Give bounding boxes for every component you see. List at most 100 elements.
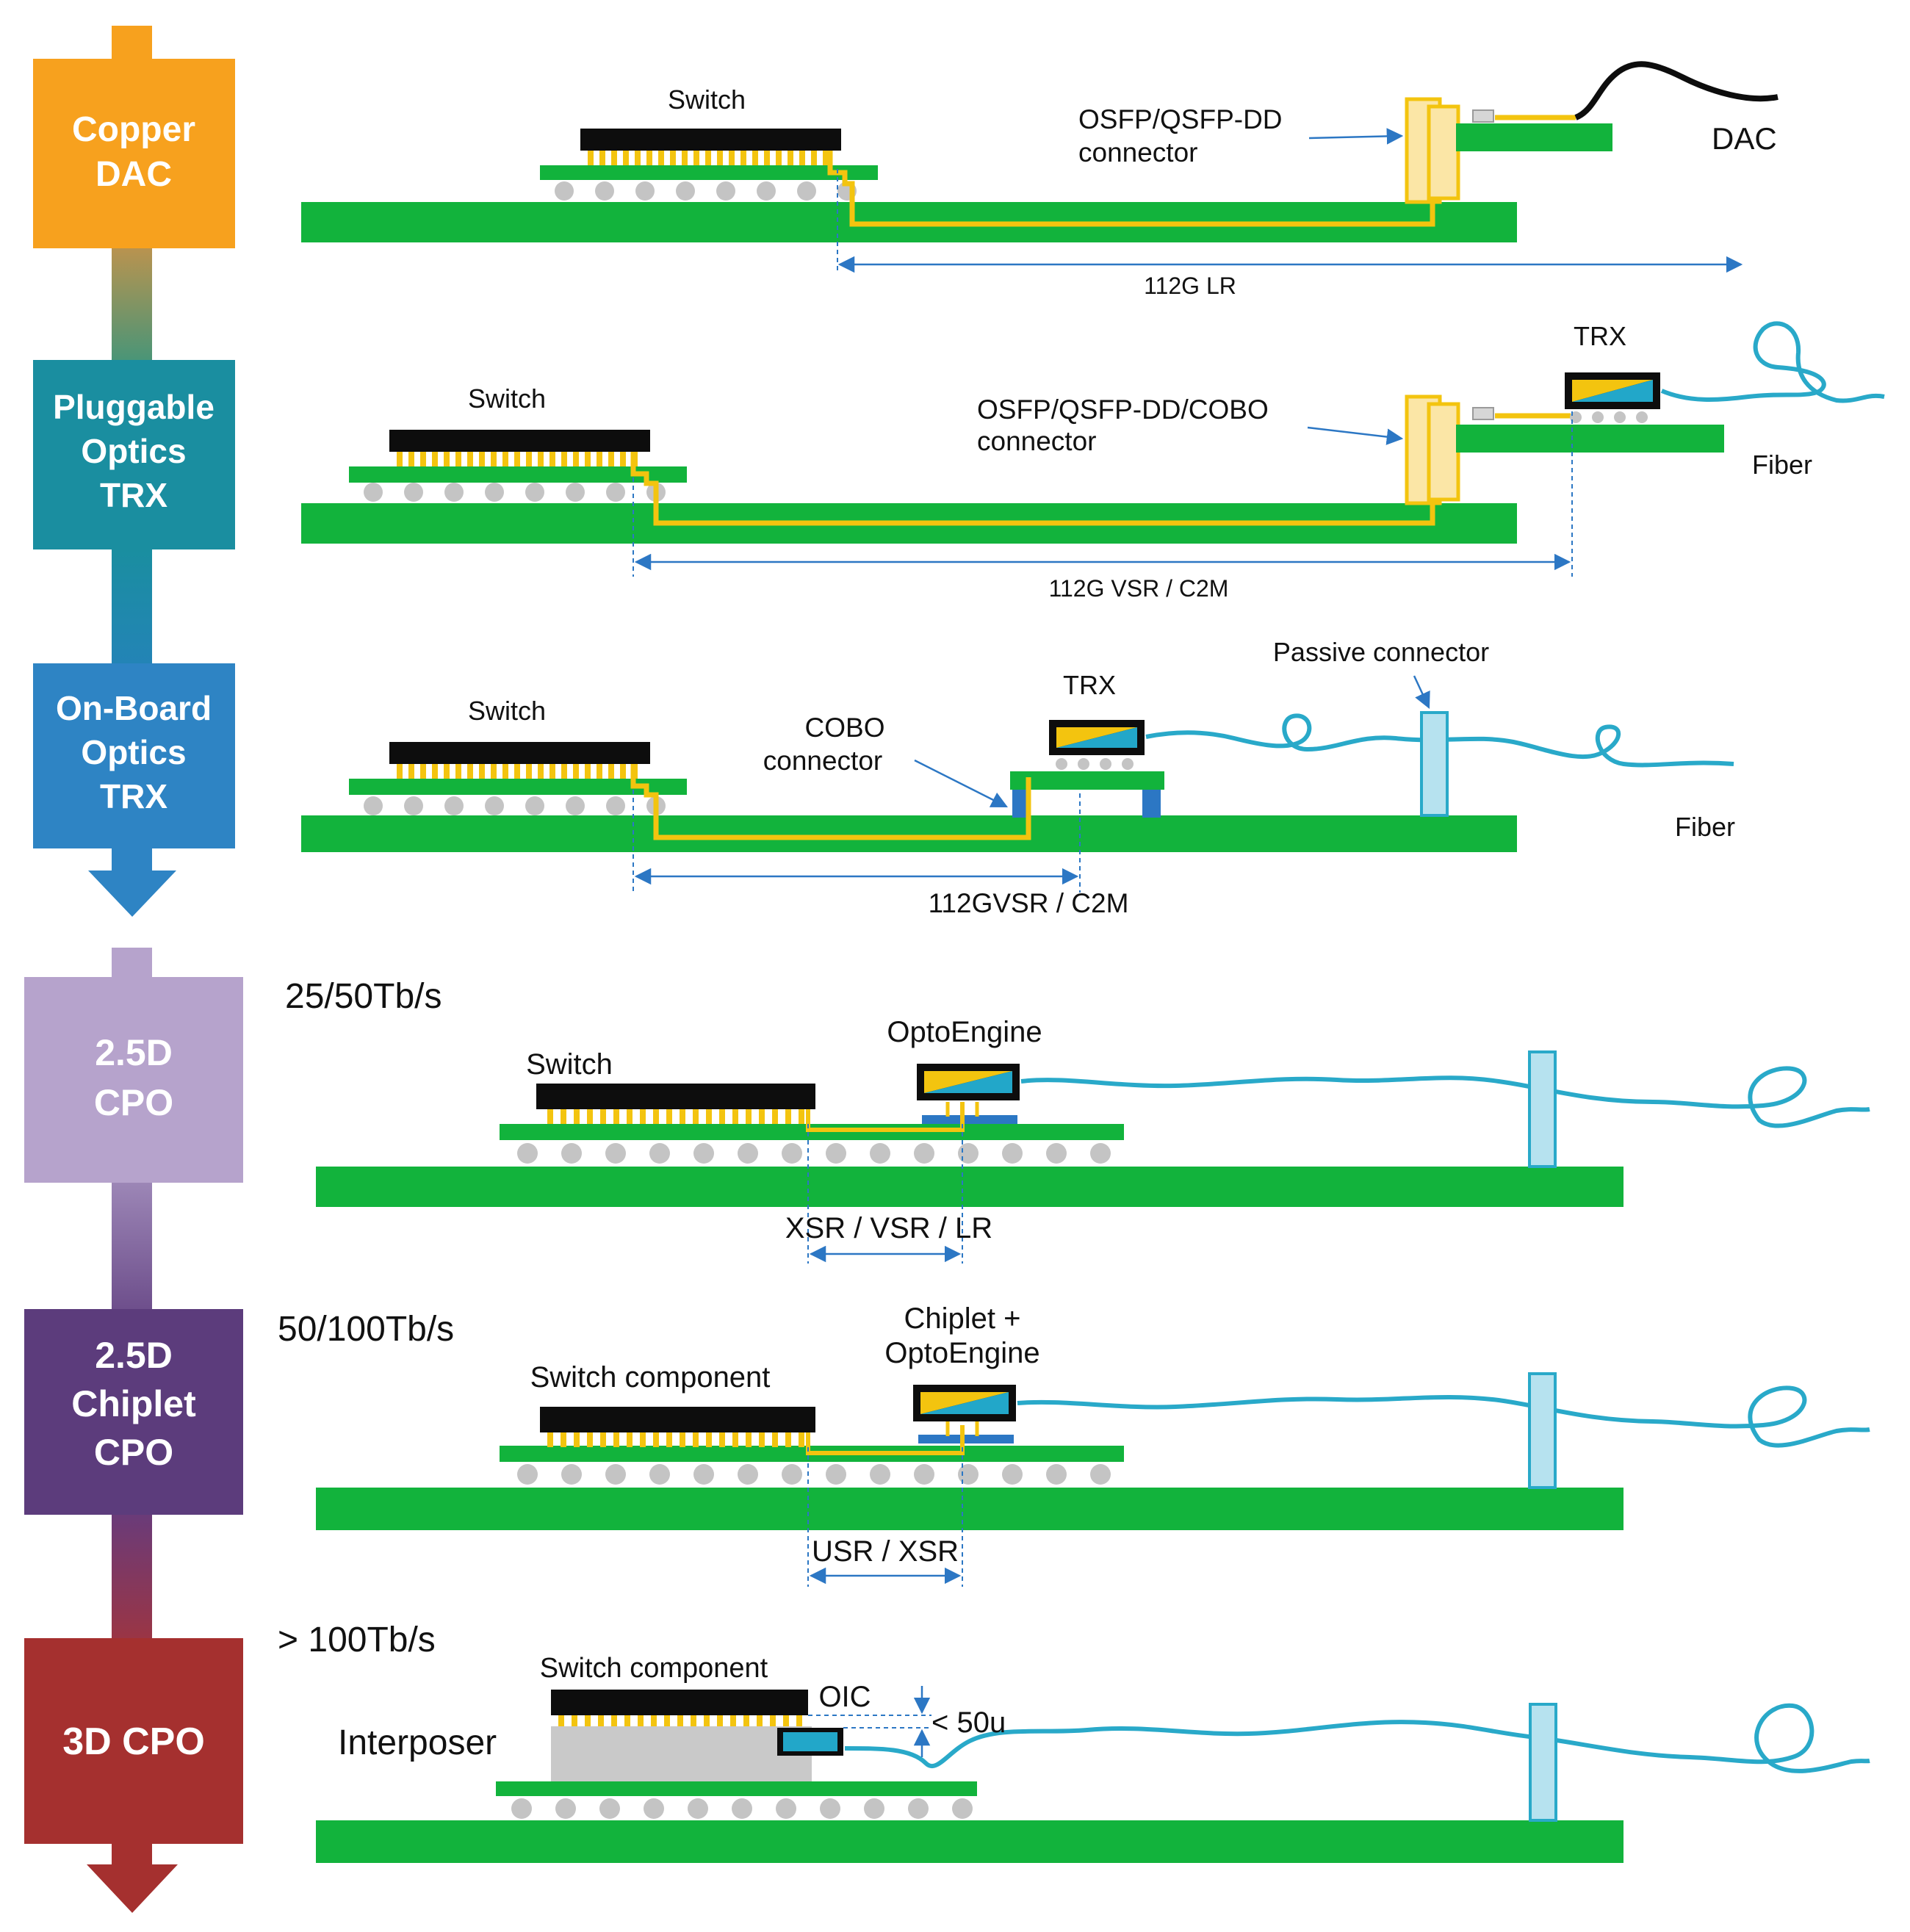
- switch-label: Switch: [468, 696, 546, 726]
- solder-bump: [788, 151, 793, 165]
- solder-ball: [914, 1464, 934, 1485]
- stage-label: Chiplet: [71, 1383, 196, 1424]
- solder-ball: [517, 1464, 538, 1485]
- stage-box-25d-chiplet-cpo: [24, 1309, 243, 1515]
- optoengine-chip: [917, 1064, 1020, 1100]
- solder-bump: [772, 1109, 778, 1124]
- solder-ball: [649, 1143, 670, 1164]
- solder-ball: [566, 796, 585, 815]
- trx-label: TRX: [1063, 670, 1116, 700]
- solder-bump: [772, 1432, 778, 1447]
- callout-arrow: [914, 759, 1009, 808]
- connector-label: OSFP/QSFP-DD/COBO: [977, 394, 1269, 425]
- solder-bump: [757, 1715, 763, 1726]
- chiplet-label: Chiplet +: [904, 1302, 1021, 1335]
- solder-bump: [611, 1715, 617, 1726]
- solder-bump: [561, 452, 567, 466]
- solder-bump: [514, 452, 520, 466]
- solder-ball: [716, 181, 735, 201]
- solder-bump: [730, 1715, 736, 1726]
- solder-bump: [743, 1715, 749, 1726]
- solder-ball: [555, 1798, 576, 1819]
- solder-bump: [706, 1432, 712, 1447]
- solder-bump: [620, 764, 626, 779]
- solder-bump: [704, 1715, 710, 1726]
- solder-ball: [1636, 411, 1648, 423]
- reach-label: 112G VSR / C2M: [1049, 575, 1229, 602]
- solder-bump: [444, 764, 450, 779]
- solder-bump: [746, 1432, 752, 1447]
- solder-bump: [467, 452, 473, 466]
- solder-ball: [693, 1464, 714, 1485]
- switch-label: Switch: [526, 1048, 613, 1081]
- solder-bump: [397, 764, 403, 779]
- solder-bump: [561, 1109, 566, 1124]
- dac-label: DAC: [1712, 121, 1777, 156]
- solder-ball: [1046, 1464, 1067, 1485]
- solder-ball: [914, 1143, 934, 1164]
- solder-ball: [606, 483, 625, 502]
- solder-bump: [455, 452, 461, 466]
- solder-ball: [676, 181, 695, 201]
- stage-arrow-down-icon: [88, 848, 176, 917]
- solder-ball: [1078, 758, 1089, 770]
- solder-bump: [658, 151, 664, 165]
- optical-fiber: [1145, 713, 1734, 768]
- solder-ball: [870, 1464, 890, 1485]
- solder-bump-group: [397, 764, 638, 779]
- reach-label: XSR / VSR / LR: [785, 1212, 992, 1244]
- solder-ball: [517, 1143, 538, 1164]
- solder-bump: [514, 764, 520, 779]
- dac-plug-board: [1456, 123, 1612, 151]
- stage-connector: [112, 248, 152, 360]
- solder-bump: [572, 1715, 577, 1726]
- solder-bump: [547, 1432, 553, 1447]
- solder-bump: [752, 151, 758, 165]
- solder-bump: [588, 151, 594, 165]
- row-3d-cpo: > 100Tb/s Switch component OIC < 50u Int…: [278, 1621, 1870, 1863]
- solder-bump: [432, 764, 438, 779]
- stage-connector: [112, 549, 152, 663]
- solder-bump: [432, 452, 438, 466]
- solder-ball: [511, 1798, 532, 1819]
- solder-bump: [785, 1432, 791, 1447]
- solder-bump: [706, 1109, 712, 1124]
- solder-bump-group: [397, 452, 638, 466]
- solder-ball: [561, 1143, 582, 1164]
- solder-bump: [408, 452, 414, 466]
- solder-bump: [491, 452, 497, 466]
- solder-bump: [653, 1432, 659, 1447]
- solder-bump: [600, 1432, 606, 1447]
- solder-ball: [757, 181, 776, 201]
- solder-bump: [783, 1715, 789, 1726]
- stage-connector: [112, 1183, 152, 1309]
- solder-bump: [455, 764, 461, 779]
- solder-bump: [502, 452, 508, 466]
- solder-bump: [651, 1715, 657, 1726]
- solder-ball: [1614, 411, 1626, 423]
- solder-bump: [799, 151, 805, 165]
- solder-bump: [640, 1432, 646, 1447]
- solder-bump: [526, 764, 532, 779]
- solder-bump: [585, 1715, 591, 1726]
- electrical-trace: [827, 151, 1435, 227]
- solder-ball: [1056, 758, 1067, 770]
- row-onboard-optics: Switch TRX COBO connector Passive connec…: [301, 637, 1735, 918]
- transceiver-chip: [1565, 372, 1660, 409]
- solder-ball: [958, 1464, 979, 1485]
- optical-fiber: [1017, 1385, 1870, 1448]
- connector-label: COBO: [805, 713, 885, 743]
- solder-ball: [826, 1143, 846, 1164]
- solder-bump: [420, 764, 426, 779]
- stage-label: 2.5D: [95, 1335, 173, 1376]
- solder-bump: [624, 1715, 630, 1726]
- stage-connector: [112, 1515, 152, 1638]
- solder-bump: [491, 764, 497, 779]
- switch-chip: [389, 742, 650, 764]
- solder-bump: [693, 151, 699, 165]
- contact-pad: [1472, 407, 1494, 420]
- solder-bump: [627, 1109, 633, 1124]
- stage-label: DAC: [96, 155, 172, 194]
- solder-bump: [479, 764, 485, 779]
- chiplet-label: OptoEngine: [884, 1337, 1039, 1369]
